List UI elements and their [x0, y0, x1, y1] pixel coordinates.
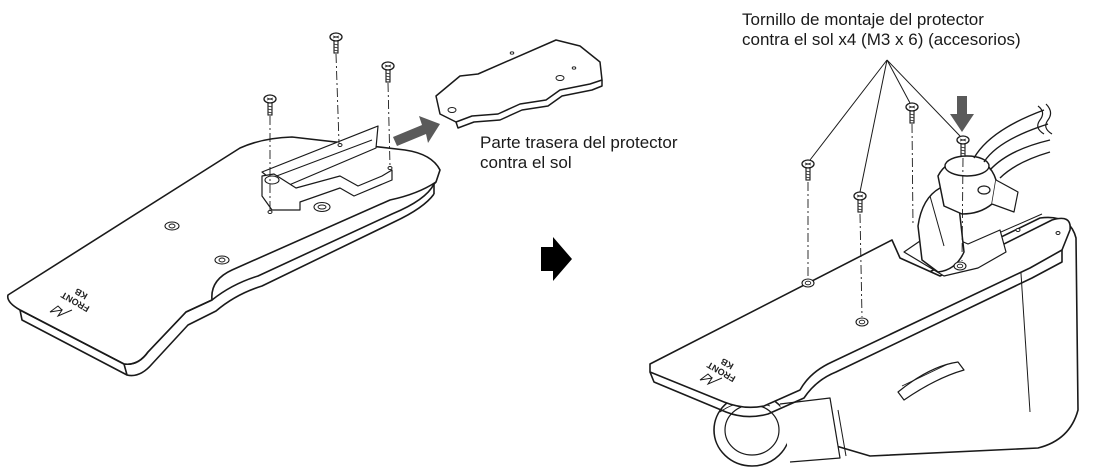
- label-mounting-screws: Tornillo de montaje del protector contra…: [742, 10, 1021, 50]
- down-arrow: [950, 96, 974, 132]
- label-sunshield-rear: Parte trasera del protector contra el so…: [480, 133, 677, 173]
- label-mounting-screws-line1: Tornillo de montaje del protector: [742, 10, 984, 29]
- hole-1: [801, 278, 815, 288]
- insert-arrow: [393, 116, 440, 146]
- label-sunshield-rear-line1: Parte trasera del protector: [480, 133, 678, 152]
- sunshield-rear-part: [435, 39, 603, 129]
- screw-left-2: [381, 61, 395, 83]
- guide-lines-left: [269, 53, 391, 210]
- front-arrow-left: [49, 305, 73, 318]
- screw-right-3: [905, 102, 919, 124]
- hole-2: [855, 317, 869, 327]
- label-sunshield-rear-line2: contra el sol: [480, 153, 572, 172]
- hole-3: [953, 261, 967, 271]
- front-arrow-right: [699, 373, 723, 386]
- screw-right-4: [956, 135, 970, 157]
- sunshield-left: [6, 125, 441, 377]
- label-mounting-screws-line2: contra el sol x4 (M3 x 6) (accesorios): [742, 30, 1021, 49]
- step-arrow: [541, 237, 572, 281]
- screw-left-1: [329, 32, 343, 54]
- guide-lines-right: [807, 123, 964, 318]
- camera-bracket: [917, 155, 1019, 273]
- cables: [973, 103, 1053, 179]
- screw-left-3: [263, 94, 277, 116]
- screw-right-2: [853, 191, 867, 213]
- screw-right-1: [801, 159, 815, 181]
- leader-lines: [809, 59, 961, 193]
